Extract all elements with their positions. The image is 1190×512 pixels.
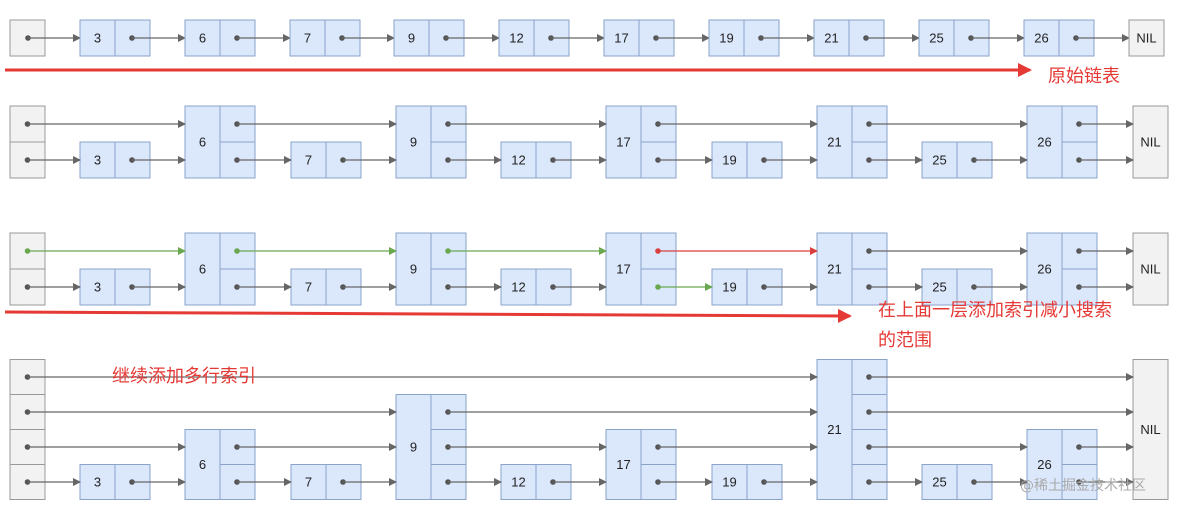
search-path-example: NIL 3 6 7 9 12 17 19 21 25 26 — [9, 232, 1169, 306]
caption-continue-adding: 继续添加多行索引 — [112, 366, 256, 387]
node-value: 12 — [511, 153, 525, 168]
nil-label: NIL — [1136, 31, 1156, 46]
node-value: 3 — [94, 31, 101, 46]
node-value: 26 — [1034, 31, 1048, 46]
nil-node — [1132, 232, 1169, 306]
node-value: 25 — [929, 31, 943, 46]
node-value: 21 — [827, 422, 841, 437]
multi-level-skip-list: NIL 3 6 7 9 12 17 19 21 25 26 — [9, 359, 1169, 500]
node-value: 25 — [932, 475, 946, 490]
node-value: 12 — [511, 280, 525, 295]
caption-add-layer-line2: 的范围 — [878, 330, 932, 351]
node-value: 6 — [199, 135, 206, 150]
node-value: 9 — [410, 262, 417, 277]
node-value: 26 — [1037, 457, 1051, 472]
node-value: 17 — [616, 135, 630, 150]
node-value: 17 — [616, 262, 630, 277]
node-value: 26 — [1037, 262, 1051, 277]
nil-label: NIL — [1140, 262, 1160, 277]
add-layer-highlight-arrow — [4, 308, 852, 323]
node-value: 25 — [932, 280, 946, 295]
node-value: 3 — [94, 475, 101, 490]
node-value: 7 — [305, 475, 312, 490]
node-value: 12 — [509, 31, 523, 46]
node-value: 21 — [827, 135, 841, 150]
caption-add-layer-line1: 在上面一层添加索引减小搜索 — [878, 300, 1112, 321]
node-value: 9 — [410, 135, 417, 150]
watermark-text: @稀土掘金技术社区 — [1020, 478, 1146, 494]
node-value: 19 — [722, 280, 736, 295]
node-value: 6 — [199, 262, 206, 277]
nil-node — [1132, 105, 1169, 179]
two-level-skip-list: NIL 3 6 7 9 12 17 19 21 25 26 — [9, 105, 1169, 179]
node-value: 19 — [719, 31, 733, 46]
nil-label: NIL — [1140, 135, 1160, 150]
node-value: 3 — [94, 280, 101, 295]
node-value: 6 — [199, 31, 206, 46]
node-value: 7 — [304, 31, 311, 46]
node-value: 21 — [824, 31, 838, 46]
node-value: 17 — [614, 31, 628, 46]
node-value: 6 — [199, 457, 206, 472]
node-value: 19 — [722, 153, 736, 168]
node-value: 7 — [305, 153, 312, 168]
node-value: 19 — [722, 475, 736, 490]
node-value: 7 — [305, 280, 312, 295]
node-value: 21 — [827, 262, 841, 277]
node-value: 9 — [410, 440, 417, 455]
node-value: 17 — [616, 457, 630, 472]
original-linked-list: 3 6 7 9 12 17 19 21 25 26 NIL — [9, 19, 1165, 57]
node-value: 25 — [932, 153, 946, 168]
node-value: 9 — [408, 31, 415, 46]
node-value: 26 — [1037, 135, 1051, 150]
caption-original-list: 原始链表 — [1048, 66, 1120, 87]
nil-label: NIL — [1140, 422, 1160, 437]
nil-node — [1132, 359, 1169, 500]
node-value: 12 — [511, 475, 525, 490]
nil-node — [1128, 19, 1165, 57]
node-value: 3 — [94, 153, 101, 168]
